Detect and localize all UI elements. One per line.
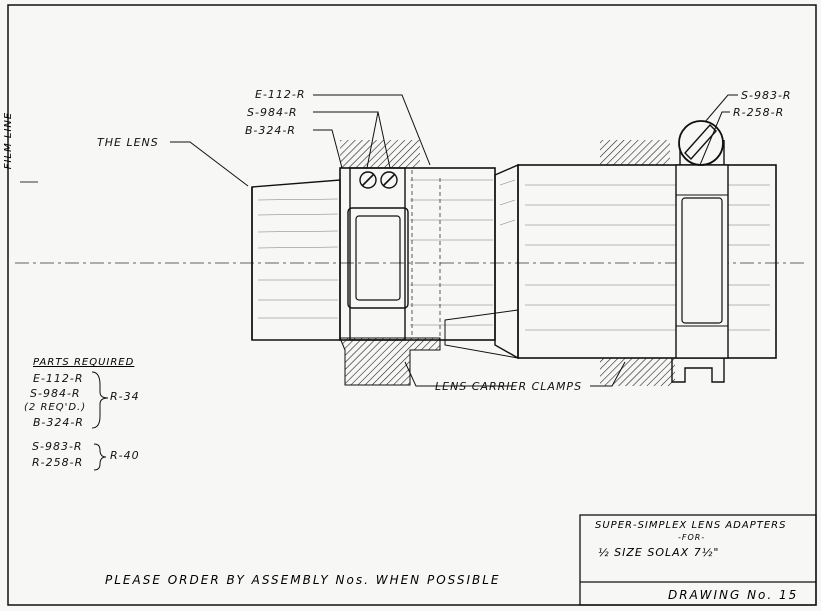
part-item: E-112-R — [33, 372, 84, 385]
title-line-3: ½ SIZE SOLAX 7½" — [598, 546, 720, 559]
label-s-983-r: S-983-R — [741, 89, 792, 102]
adapter-sleeve — [339, 167, 496, 341]
sheet-border — [7, 4, 817, 606]
footer-note: PLEASE ORDER BY ASSEMBLY Nos. WHEN POSSI… — [105, 573, 501, 587]
assembly-r-34: R-34 — [110, 390, 140, 403]
clamp-bottom-right — [600, 358, 675, 386]
label-e-112-r: E-112-R — [255, 88, 306, 101]
leader-lines — [170, 94, 738, 387]
title-line-2: -FOR- — [678, 533, 706, 542]
taper-section — [444, 163, 519, 360]
film-line-label: FILM LINE — [3, 111, 15, 170]
label-b-324-r: B-324-R — [245, 124, 296, 137]
assembly-r-40: R-40 — [110, 449, 140, 462]
clamp-top-right — [600, 140, 670, 165]
label-lens-carrier-clamps: LENS CARRIER CLAMPS — [435, 380, 583, 393]
parts-braces — [91, 371, 109, 471]
part-item: S-983-R — [32, 440, 83, 453]
label-s-984-r: S-984-R — [247, 106, 298, 119]
title-line-1: SUPER-SIMPLEX LENS ADAPTERS — [595, 520, 787, 531]
part-item: R-258-R — [32, 456, 84, 469]
clamp-top-left — [340, 140, 420, 168]
parts-heading: PARTS REQUIRED — [33, 357, 135, 368]
title-block-frame — [579, 514, 817, 606]
label-r-258-r: R-258-R — [733, 106, 785, 119]
drawing-number: DRAWING No. 15 — [668, 588, 799, 602]
part-item: B-324-R — [33, 416, 84, 429]
clamp-bottom-left — [339, 337, 441, 386]
lens-carrier-body — [517, 120, 777, 383]
label-the-lens: THE LENS — [97, 136, 159, 149]
part-item: S-984-R — [30, 387, 81, 400]
part-qty: (2 REQ'D.) — [24, 402, 87, 413]
lens-barrel — [251, 179, 341, 341]
